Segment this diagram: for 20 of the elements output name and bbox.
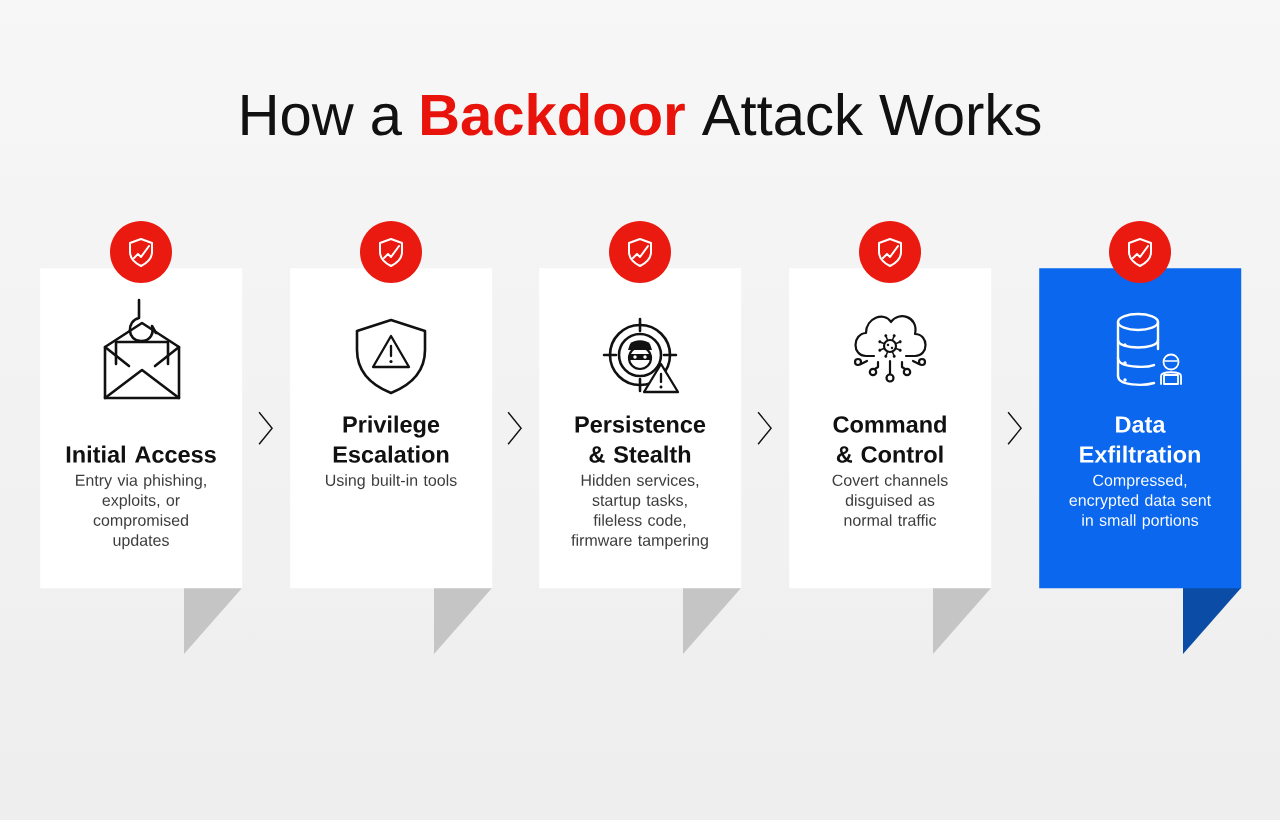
- step-card: [539, 268, 742, 589]
- step-heading: Privilege Escalation: [333, 415, 449, 463]
- step-description: Entry via phishing, exploits, or compromised updates: [76, 474, 206, 550]
- step-card: [1039, 268, 1242, 589]
- step-heading: Data Exfiltration: [1080, 416, 1200, 463]
- chevron-arrow: [258, 411, 273, 445]
- step-description: Hidden services, startup tasks, fileless code, firmware tampering: [571, 474, 708, 550]
- title: How a Backdoor Attack Works: [242, 92, 1041, 136]
- step-heading: Persistence & Stealth: [575, 415, 706, 463]
- chevron-arrow: [1007, 411, 1022, 445]
- step-card: [290, 268, 493, 589]
- chevron-arrow: [757, 411, 772, 445]
- step-description: Using built-in tools: [326, 474, 457, 490]
- step-card: [40, 268, 243, 589]
- step-description: Compressed, encrypted data sent in small portions: [1069, 474, 1211, 530]
- step-card: [789, 268, 992, 589]
- step-heading: Command & Control: [833, 415, 946, 463]
- step-heading: Initial Access: [66, 445, 216, 463]
- step-description: Covert channels disguised as normal traffic: [832, 474, 948, 526]
- chevron-arrow: [507, 411, 522, 445]
